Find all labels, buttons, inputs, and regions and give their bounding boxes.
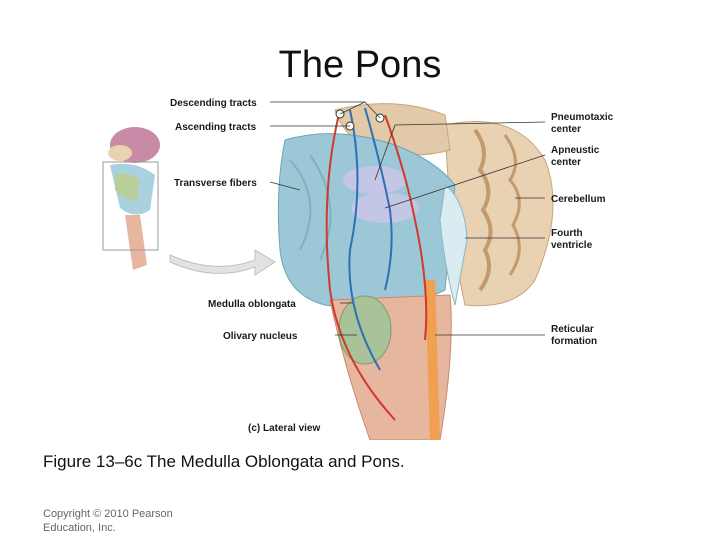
- label-lateral-view: (c) Lateral view: [248, 423, 320, 434]
- olivary-nucleus-shape: [338, 295, 392, 365]
- inset-brainstem: [102, 127, 160, 270]
- label-fourth-ventricle-line2: ventricle: [551, 240, 593, 251]
- ascending-tract-1: [348, 109, 381, 371]
- label-fourth-ventricle-line1: Fourth: [551, 228, 583, 239]
- label-ascending-tracts: Ascending tracts: [175, 122, 257, 133]
- label-transverse-fibers: Transverse fibers: [174, 178, 257, 189]
- label-descending-tracts: Descending tracts: [170, 98, 257, 109]
- slide-title: The Pons: [278, 44, 442, 86]
- leader-lines: [269, 101, 546, 336]
- label-medulla-oblongata: Medulla oblongata: [208, 299, 296, 310]
- figure-caption: Figure 13–6c The Medulla Oblongata and P…: [43, 452, 405, 471]
- reticular-formation-shape: [425, 280, 440, 440]
- label-reticular-line2: formation: [551, 336, 597, 347]
- label-reticular-line1: Reticular: [551, 324, 594, 335]
- label-olivary-nucleus: Olivary nucleus: [223, 331, 298, 342]
- fourth-ventricle-shape: [439, 184, 468, 306]
- descending-tract-2: [384, 114, 428, 341]
- label-apneustic-line2: center: [551, 157, 581, 168]
- copyright-notice: Copyright © 2010 Pearson Education, Inc.: [43, 508, 173, 534]
- brainstem-lateral-view-figure: Descending tracts Ascending tracts Trans…: [102, 98, 614, 440]
- label-pneumotaxic-line1: Pneumotaxic: [551, 112, 614, 123]
- ascending-tract-2: [364, 107, 393, 291]
- zoom-arrow: [169, 249, 276, 276]
- label-cerebellum: Cerebellum: [551, 194, 606, 205]
- label-pneumotaxic-line2: center: [551, 124, 581, 135]
- label-apneustic-line1: Apneustic: [551, 145, 600, 156]
- descending-tract-1: [325, 109, 396, 421]
